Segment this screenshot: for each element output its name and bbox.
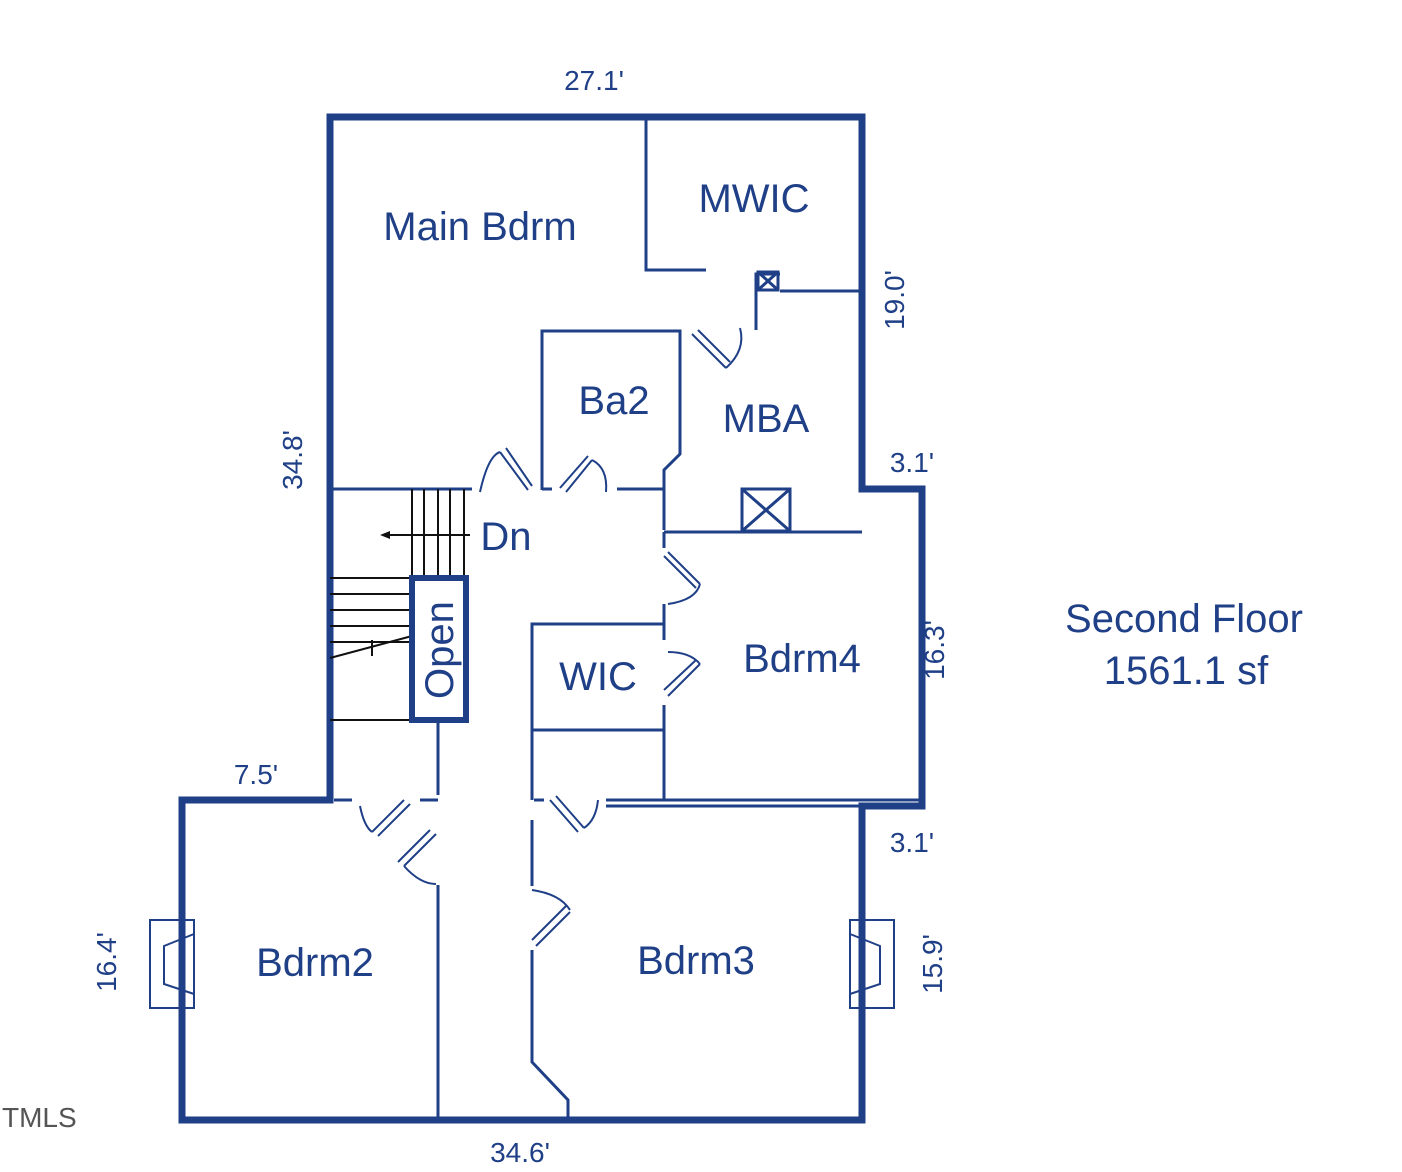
open-label: Open — [418, 601, 462, 699]
open-area-box — [409, 575, 469, 723]
room-label-main-bdrm: Main Bdrm — [383, 205, 576, 249]
dimension-step-lower: 3.1' — [890, 827, 934, 858]
dimension-right-mid: 16.3' — [919, 620, 950, 680]
dimension-step-upper: 3.1' — [890, 447, 934, 478]
dimension-left-lower: 16.4' — [91, 932, 122, 992]
interior-walls — [330, 117, 922, 1118]
doors — [359, 327, 743, 947]
dimension-bottom: 34.6' — [490, 1137, 550, 1168]
room-label-bdrm3: Bdrm3 — [637, 939, 755, 983]
stair-label-dn: Dn — [480, 515, 531, 559]
bay-windows — [149, 919, 895, 1009]
room-label-ba2: Ba2 — [578, 379, 649, 423]
room-label-bdrm4: Bdrm4 — [743, 637, 861, 681]
watermark: TMLS — [2, 1102, 77, 1133]
room-label-bdrm2: Bdrm2 — [256, 941, 374, 985]
dimension-top: 27.1' — [564, 65, 624, 96]
staircase — [329, 489, 470, 721]
dimension-left-step: 7.5' — [234, 759, 278, 790]
floor-name: Second Floor — [1065, 597, 1303, 641]
floor-area: 1561.1 sf — [1104, 649, 1269, 693]
dimension-right-upper: 19.0' — [879, 270, 910, 330]
room-label-mwic: MWIC — [698, 177, 809, 221]
chase-symbols — [740, 270, 792, 533]
dimension-left-upper: 34.8' — [277, 430, 308, 490]
room-label-mba: MBA — [723, 397, 810, 441]
dimension-right-lower: 15.9' — [917, 934, 948, 994]
room-label-wic: WIC — [559, 655, 637, 699]
